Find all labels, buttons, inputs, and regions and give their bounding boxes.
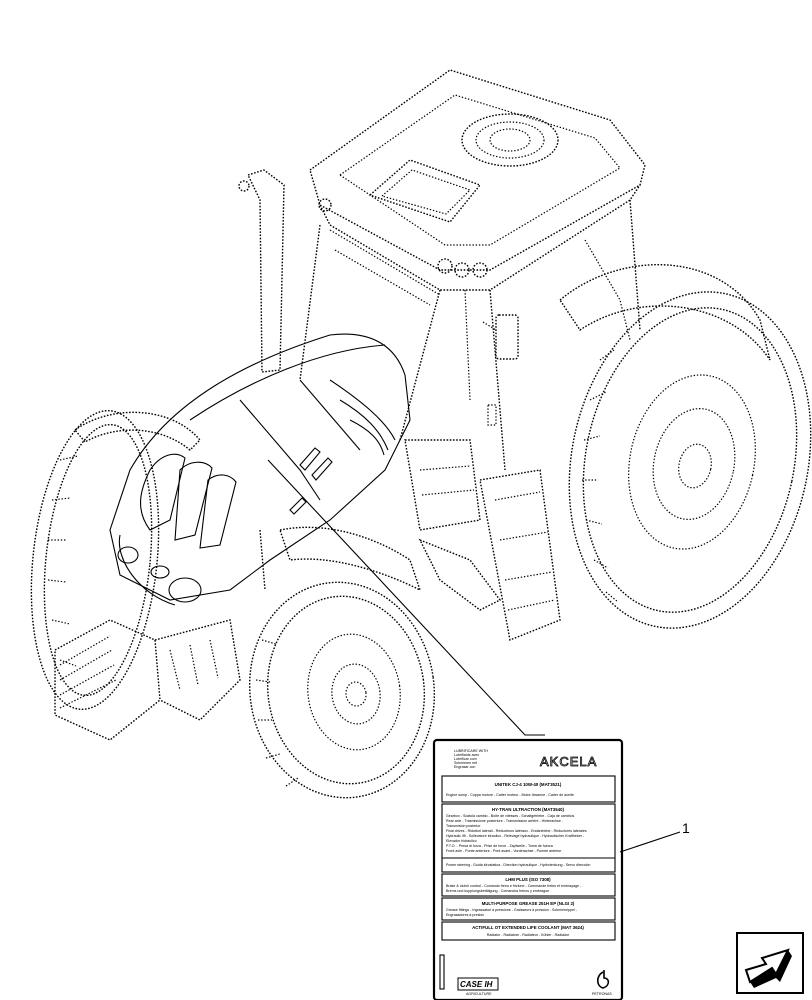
svg-text:Engrasar con: Engrasar con	[454, 765, 475, 769]
decal-line: Transmisión posterior	[446, 824, 481, 828]
svg-text:Lubrificar com: Lubrificar com	[454, 757, 477, 761]
front-mudguard	[279, 526, 422, 592]
svg-text:LUBRIFICARE WITH: LUBRIFICARE WITH	[454, 749, 488, 753]
front-wheel	[248, 581, 436, 799]
case-ih-logo: CASE IH AGRICULTURE	[457, 977, 499, 996]
decal-line: Rear axle - Trasmissione posteriore - Tr…	[446, 819, 564, 823]
decal-line: Radiator - Radiatore - Radiateur - Kühle…	[487, 933, 570, 937]
decal-line: Brake & clutch control - Comando freno e…	[446, 884, 582, 888]
front-ballast	[54, 619, 241, 741]
callout-number: 1	[682, 820, 690, 836]
decal-line: Brems und kupplungsbetätigung - Comandos…	[446, 889, 549, 893]
decal-line: Hydraulic lift - Sollevatore idraulico -…	[446, 834, 585, 838]
rear-left-wheel	[30, 409, 201, 711]
decal-section-heading: HY-TRAN ULTRACTION (MAT3540)	[492, 807, 565, 812]
svg-text:CASE IH: CASE IH	[460, 980, 493, 989]
decal-lubricate-with: LUBRIFICARE WITH Lubrifiants avec Lubrif…	[454, 749, 488, 769]
svg-text:Lubrifiants avec: Lubrifiants avec	[454, 753, 479, 757]
decal-line: Final drives - Riduttori laterali - Rédu…	[446, 829, 587, 833]
decal-line: P.T.O. - Presa di forza - Prise de force…	[446, 844, 553, 848]
side-steps	[404, 439, 561, 641]
decal-section-heading: MULTI-PURPOSE GREASE 251H EP (NLGI 2)	[482, 901, 575, 906]
decal-line: Grease fittings - Ingrassatori a pressio…	[446, 908, 578, 912]
decal-line: Gearbox - Scatola cambio - Boîte de vite…	[446, 814, 574, 818]
next-page-arrow-button[interactable]	[736, 932, 804, 994]
leader-lines	[267, 459, 681, 853]
decal-section-heading: LHM PLUS (ISO 7308)	[505, 877, 551, 882]
decal-line: Front axle - Ponte anteriore - Pont avan…	[446, 849, 562, 853]
lubrication-decal: LUBRIFICARE WITH Lubrifiants avec Lubrif…	[432, 738, 624, 1000]
hood	[109, 333, 411, 606]
svg-text:Schmieren mit: Schmieren mit	[454, 761, 477, 765]
decal-line: Engine sump - Coppa motore - Carter mote…	[446, 793, 574, 797]
decal-line: Elevador hidráulico	[446, 839, 477, 843]
svg-text:PETRONAS: PETRONAS	[592, 992, 612, 996]
tractor-illustration	[30, 69, 812, 799]
next-page-arrow-icon	[736, 932, 804, 994]
decal-section-heading: UNITEK CJ-4 10W-40 (MAT3521)	[495, 782, 562, 787]
decal-brand: AKCELA	[540, 754, 597, 769]
decal-line: Power steering - Guida idrostatica - Dir…	[446, 863, 590, 867]
decal-section-heading: ACTIFULL OT EXTENDED LIFE COOLANT (MAT 3…	[472, 925, 584, 930]
petronas-logo: PETRONAS	[592, 970, 612, 996]
svg-text:AGRICULTURE: AGRICULTURE	[466, 992, 492, 996]
decal-line: Engrasadores a presión	[446, 913, 484, 917]
rear-wheel	[559, 264, 812, 629]
cab	[238, 69, 646, 471]
